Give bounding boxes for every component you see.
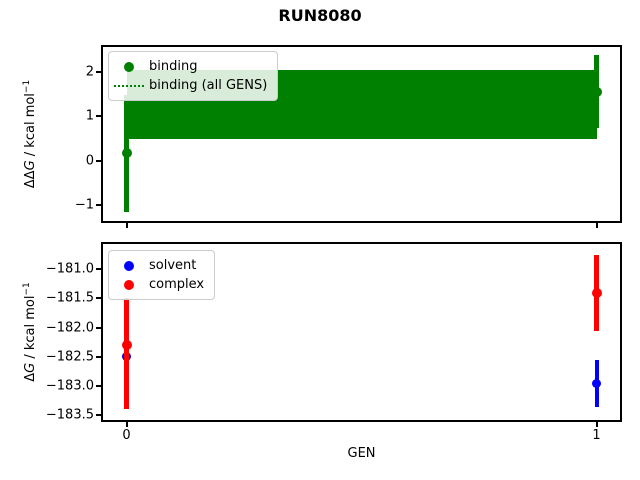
y-tick-mark	[96, 115, 101, 118]
y-tick-label: 2	[85, 64, 94, 80]
y-label-exponent: −1	[21, 282, 32, 296]
dotted-line-icon	[114, 84, 144, 87]
x-axis-label: GEN	[347, 446, 376, 461]
y-label-delta: Δ	[23, 372, 39, 382]
point-binding-0	[121, 148, 132, 159]
solvent-dot-icon	[124, 260, 134, 271]
y-tick-mark	[96, 204, 101, 207]
y-label-units: / kcal mol	[23, 295, 39, 363]
legend-entry-solvent: solvent	[109, 256, 204, 275]
y-tick-mark	[96, 355, 101, 358]
y-tick-mark	[96, 268, 101, 271]
legend-marker-area	[109, 279, 149, 290]
y-tick-label: −181.5	[45, 290, 94, 306]
y-tick-label: −183.0	[45, 378, 94, 394]
x-tick-label: 0	[122, 428, 131, 443]
legend-label: binding	[149, 59, 198, 74]
y-axis-label-free-energy: ΔG / kcal mol−1	[22, 282, 38, 382]
x-tick-mark	[595, 223, 598, 228]
y-tick-mark	[96, 159, 101, 162]
legend-entry-complex: complex	[109, 275, 204, 294]
point-complex-1	[591, 287, 602, 298]
legend-marker-area	[109, 84, 149, 87]
y-tick-label: −181.0	[45, 261, 94, 277]
legend-entry-binding: binding	[109, 57, 267, 76]
y-label-exponent: −1	[21, 79, 32, 94]
y-tick-mark	[96, 70, 101, 73]
y-tick-label: 0	[85, 153, 94, 169]
y-tick-mark	[96, 326, 101, 329]
y-axis-label-binding: ΔΔG / kcal mol−1	[22, 80, 38, 188]
y-tick-label: −1	[74, 197, 94, 213]
legend-binding: binding binding (all GENS)	[108, 51, 279, 101]
x-tick-mark	[125, 223, 128, 228]
point-solvent-1	[592, 378, 601, 388]
x-tick-label: 1	[592, 428, 601, 443]
point-complex-0	[121, 340, 132, 351]
legend-free-energy: solvent complex	[108, 250, 216, 300]
figure-title: RUN8080	[278, 6, 362, 25]
legend-marker-area	[109, 260, 149, 271]
legend-marker-area	[109, 61, 149, 72]
axes-free-energy: ΔG / kcal mol−1 GEN solvent complex −181…	[22, 242, 622, 461]
y-label-symbol: G	[23, 160, 39, 171]
complex-dot-icon	[124, 279, 134, 290]
legend-label: complex	[149, 277, 205, 292]
y-tick-label: −182.0	[45, 320, 94, 336]
legend-entry-binding-all-gens: binding (all GENS)	[109, 76, 267, 95]
y-tick-label: −182.5	[45, 349, 94, 365]
y-label-units: / kcal mol	[23, 93, 39, 161]
y-tick-label: 1	[85, 108, 94, 124]
meanline-binding-all-gens	[126, 103, 597, 106]
y-tick-label: −183.5	[45, 407, 94, 423]
x-tick-mark	[595, 422, 598, 427]
legend-label: solvent	[149, 258, 197, 273]
x-tick-mark	[125, 422, 128, 427]
axes-binding: ΔΔG / kcal mol−1 binding binding (all GE…	[22, 45, 622, 228]
y-tick-mark	[96, 297, 101, 300]
binding-dot-icon	[124, 61, 134, 72]
y-tick-mark	[96, 385, 101, 388]
y-label-delta: ΔΔ	[23, 170, 39, 189]
y-label-symbol: G	[23, 362, 39, 373]
y-tick-mark	[96, 414, 101, 417]
legend-label: binding (all GENS)	[149, 78, 268, 93]
point-binding-1	[591, 86, 602, 97]
errorbar-complex-0	[124, 298, 129, 410]
